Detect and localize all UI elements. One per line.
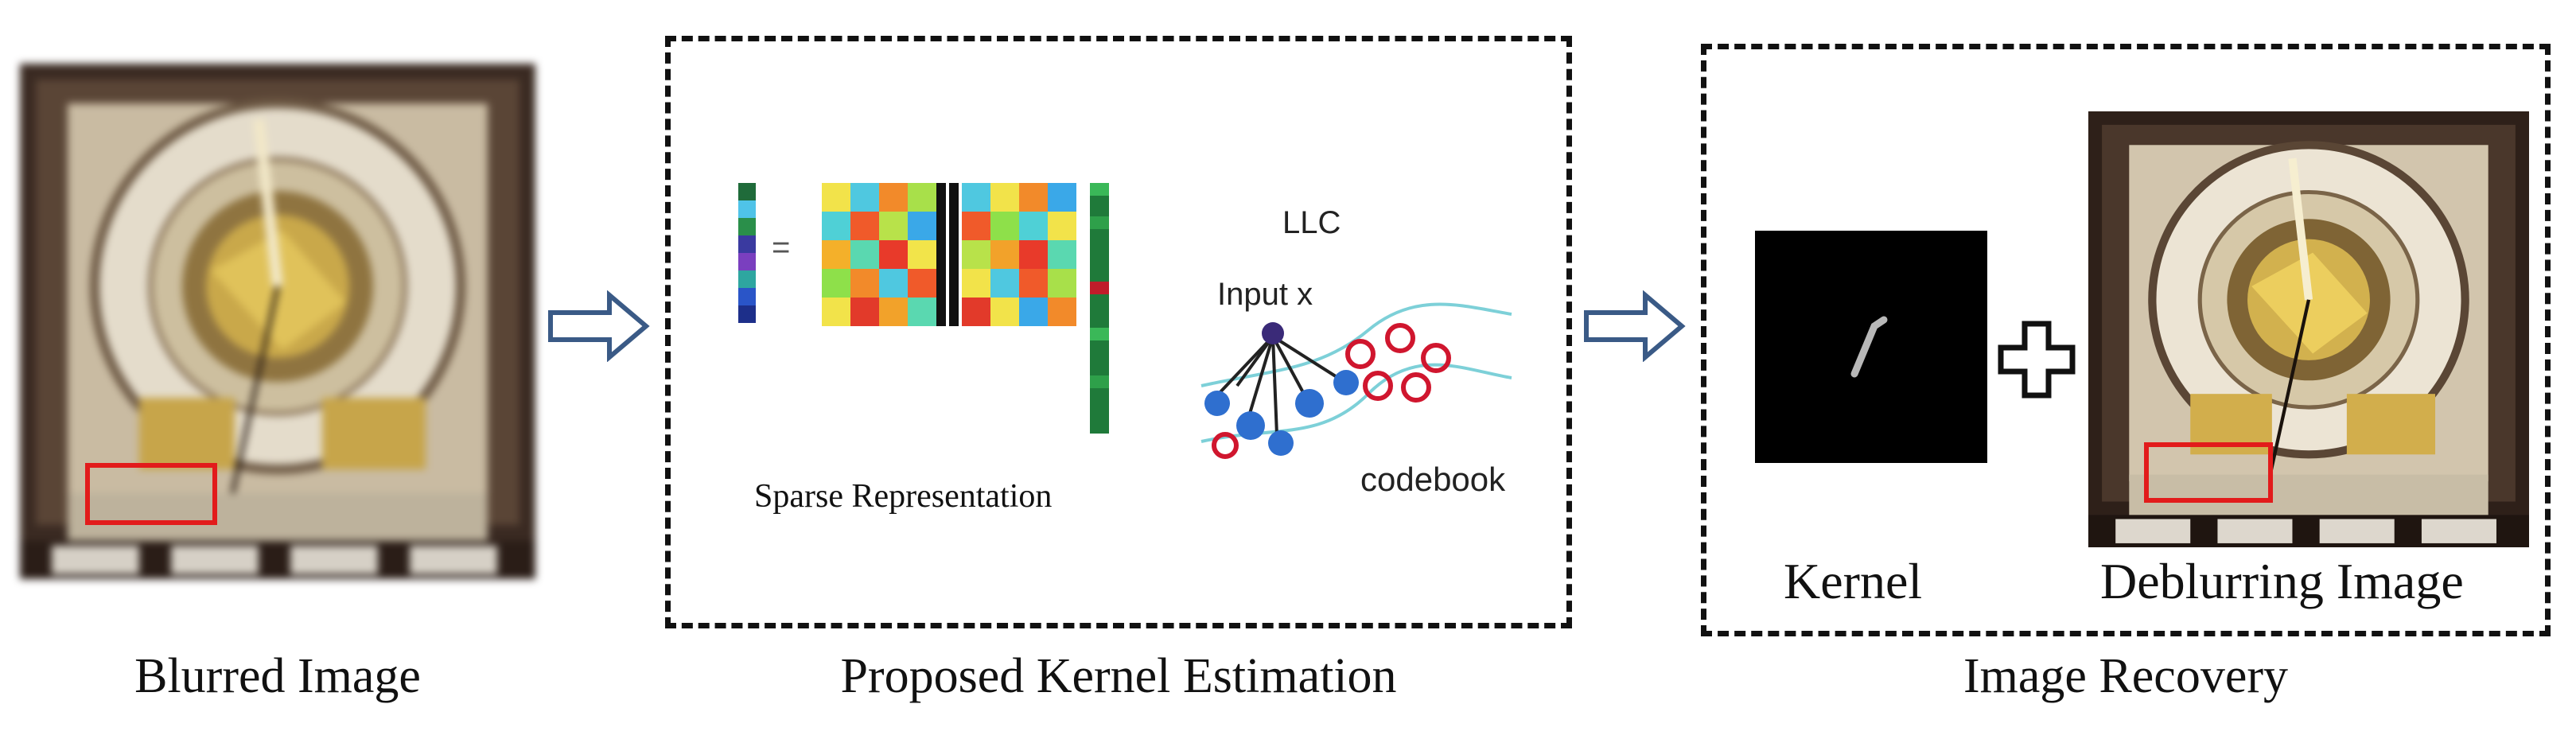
deblurred-clock-illustration	[2088, 111, 2529, 547]
input-node	[1262, 322, 1284, 344]
caption-kernel-estimation: Proposed Kernel Estimation	[840, 649, 1397, 703]
caption-image-recovery: Image Recovery	[1963, 649, 2288, 703]
sparse-matrix-illustration: =	[738, 183, 1109, 434]
caption-blurred-image: Blurred Image	[134, 649, 421, 703]
kernel-image	[1755, 231, 1987, 463]
right-arrow-icon	[548, 290, 650, 362]
equals-sign: =	[772, 230, 790, 265]
deblurring-image-label: Deblurring Image	[2100, 553, 2464, 609]
sparse-representation-label: Sparse Representation	[754, 478, 1053, 515]
kernel-estimation-panel	[665, 36, 1572, 628]
blurred-image	[20, 64, 535, 579]
kernel-label: Kernel	[1784, 553, 1923, 609]
blurred-highlight-box	[85, 463, 217, 525]
llc-illustration: LLC Input x codebook	[1200, 205, 1512, 498]
image-recovery-panel	[1701, 44, 2551, 636]
llc-arrows	[1216, 335, 1340, 436]
blurred-clock-illustration	[20, 64, 535, 579]
llc-title: LLC	[1282, 205, 1341, 240]
signal-vector	[738, 183, 756, 323]
codebook-label: codebook	[1360, 461, 1506, 498]
deblurred-highlight-box	[2144, 442, 2273, 503]
sparse-representation-figure: =	[716, 169, 1131, 441]
sparse-code-vector	[1090, 183, 1109, 434]
kernel-blur-path	[1850, 316, 1888, 378]
plus-icon	[1998, 321, 2076, 399]
llc-figure: LLC Input x codebook	[1162, 187, 1535, 529]
dictionary-matrix	[822, 183, 1076, 326]
codebook-circles	[1212, 323, 1451, 459]
deblurred-image	[2088, 111, 2529, 547]
input-x-label: Input x	[1217, 277, 1313, 312]
right-arrow-icon-2	[1584, 290, 1686, 362]
